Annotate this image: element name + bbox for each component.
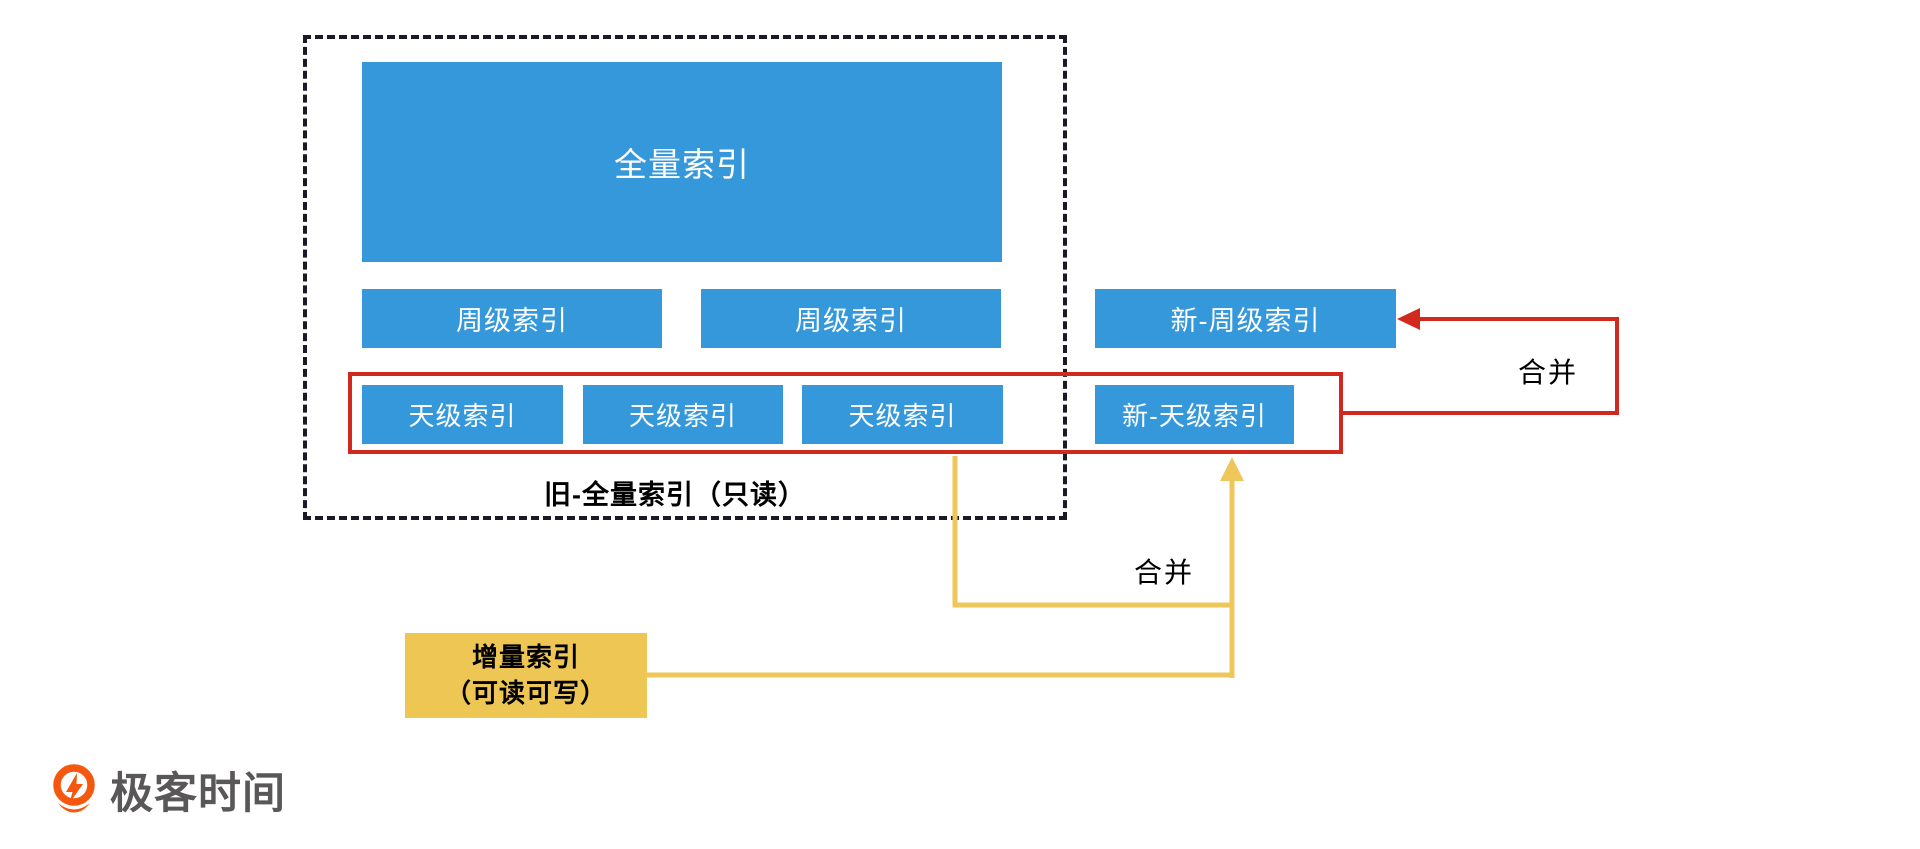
new-week-index-label: 新-周级索引 xyxy=(1170,306,1321,336)
new-day-index-box: 新-天级索引 xyxy=(1095,385,1294,444)
merge-label-day: 合并 xyxy=(1134,557,1195,588)
old-full-index-caption: 旧-全量索引（只读） xyxy=(544,480,806,510)
day-index-label-2: 天级索引 xyxy=(628,401,737,431)
week-index-box-1: 周级索引 xyxy=(362,289,662,348)
incremental-index-box: 增量索引 （可读可写） xyxy=(405,633,647,718)
day-index-box-3: 天级索引 xyxy=(802,385,1003,444)
merge-label-week: 合并 xyxy=(1518,357,1579,388)
incremental-index-line2: （可读可写） xyxy=(444,677,607,708)
day-row-highlight-rect xyxy=(348,372,1343,454)
incremental-index-line1: 增量索引 xyxy=(471,642,580,673)
new-week-index-box: 新-周级索引 xyxy=(1095,289,1396,348)
merge-arrowhead-red xyxy=(1397,308,1420,330)
geektime-logo-icon xyxy=(53,764,95,813)
brand-name: 极客时间 xyxy=(110,770,286,818)
brand-footer: 极客时间 xyxy=(50,760,286,820)
week-index-box-2: 周级索引 xyxy=(701,289,1001,348)
full-index-label: 全量索引 xyxy=(614,146,750,183)
new-day-index-label: 新-天级索引 xyxy=(1122,401,1267,431)
full-index-box: 全量索引 xyxy=(362,62,1002,262)
old-full-index-group xyxy=(303,35,1067,520)
day-index-box-2: 天级索引 xyxy=(583,385,783,444)
day-index-label-3: 天级索引 xyxy=(848,401,957,431)
week-index-label-2: 周级索引 xyxy=(795,306,907,336)
week-index-label-1: 周级索引 xyxy=(456,306,568,336)
day-index-box-1: 天级索引 xyxy=(362,385,563,444)
day-index-label-1: 天级索引 xyxy=(408,401,517,431)
merge-arrowhead-yellow xyxy=(1220,457,1244,481)
